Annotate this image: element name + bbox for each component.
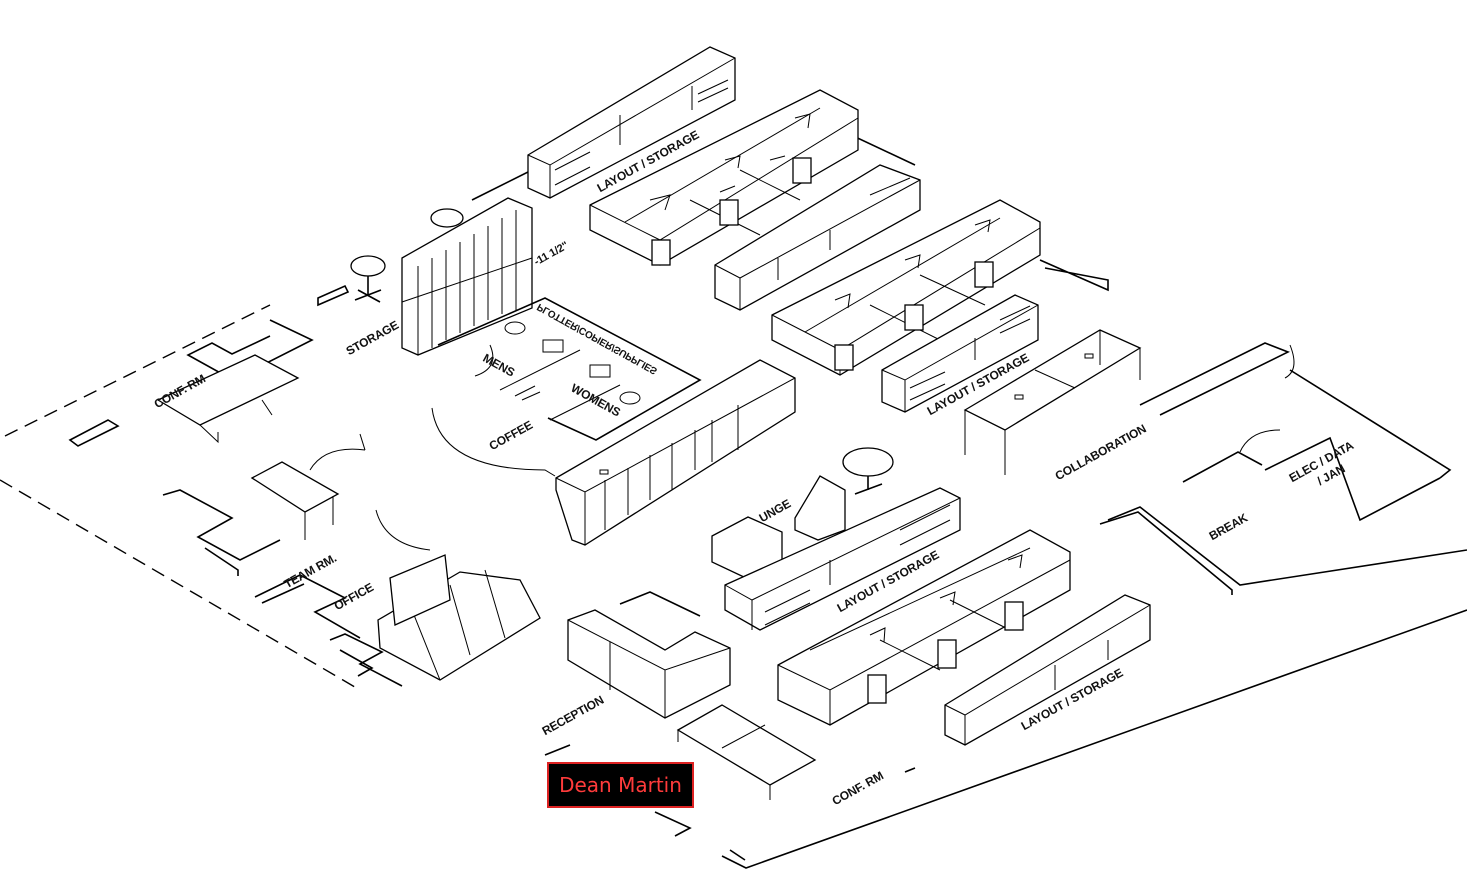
- coffee-counter: [555, 359, 796, 546]
- door-swings: [309, 344, 1295, 551]
- workstations-cluster-2: [771, 199, 1041, 376]
- layout-storage-right: [881, 294, 1039, 413]
- team-room-table: [250, 461, 340, 540]
- perimeter-walls: [68, 117, 1467, 869]
- storage-cabinets: [350, 197, 533, 356]
- layout-storage-bottom: [944, 594, 1151, 746]
- exterior-wall-dashed: [0, 304, 361, 691]
- layout-table-mid: [714, 164, 921, 311]
- restroom-block: [437, 297, 702, 441]
- reception-desk: [567, 609, 731, 719]
- conf-rm-table-bottom: [676, 704, 817, 800]
- office-furniture: [377, 554, 541, 681]
- collaboration-tables: [963, 329, 1142, 475]
- layout-storage-top: [527, 46, 736, 199]
- workstations-cluster-1: [589, 89, 859, 266]
- person-name-tooltip[interactable]: Dean Martin: [547, 762, 694, 808]
- conf-rm-table-top: [156, 354, 300, 444]
- workstations-cluster-3: [777, 529, 1071, 726]
- lounge-furniture: [711, 447, 961, 631]
